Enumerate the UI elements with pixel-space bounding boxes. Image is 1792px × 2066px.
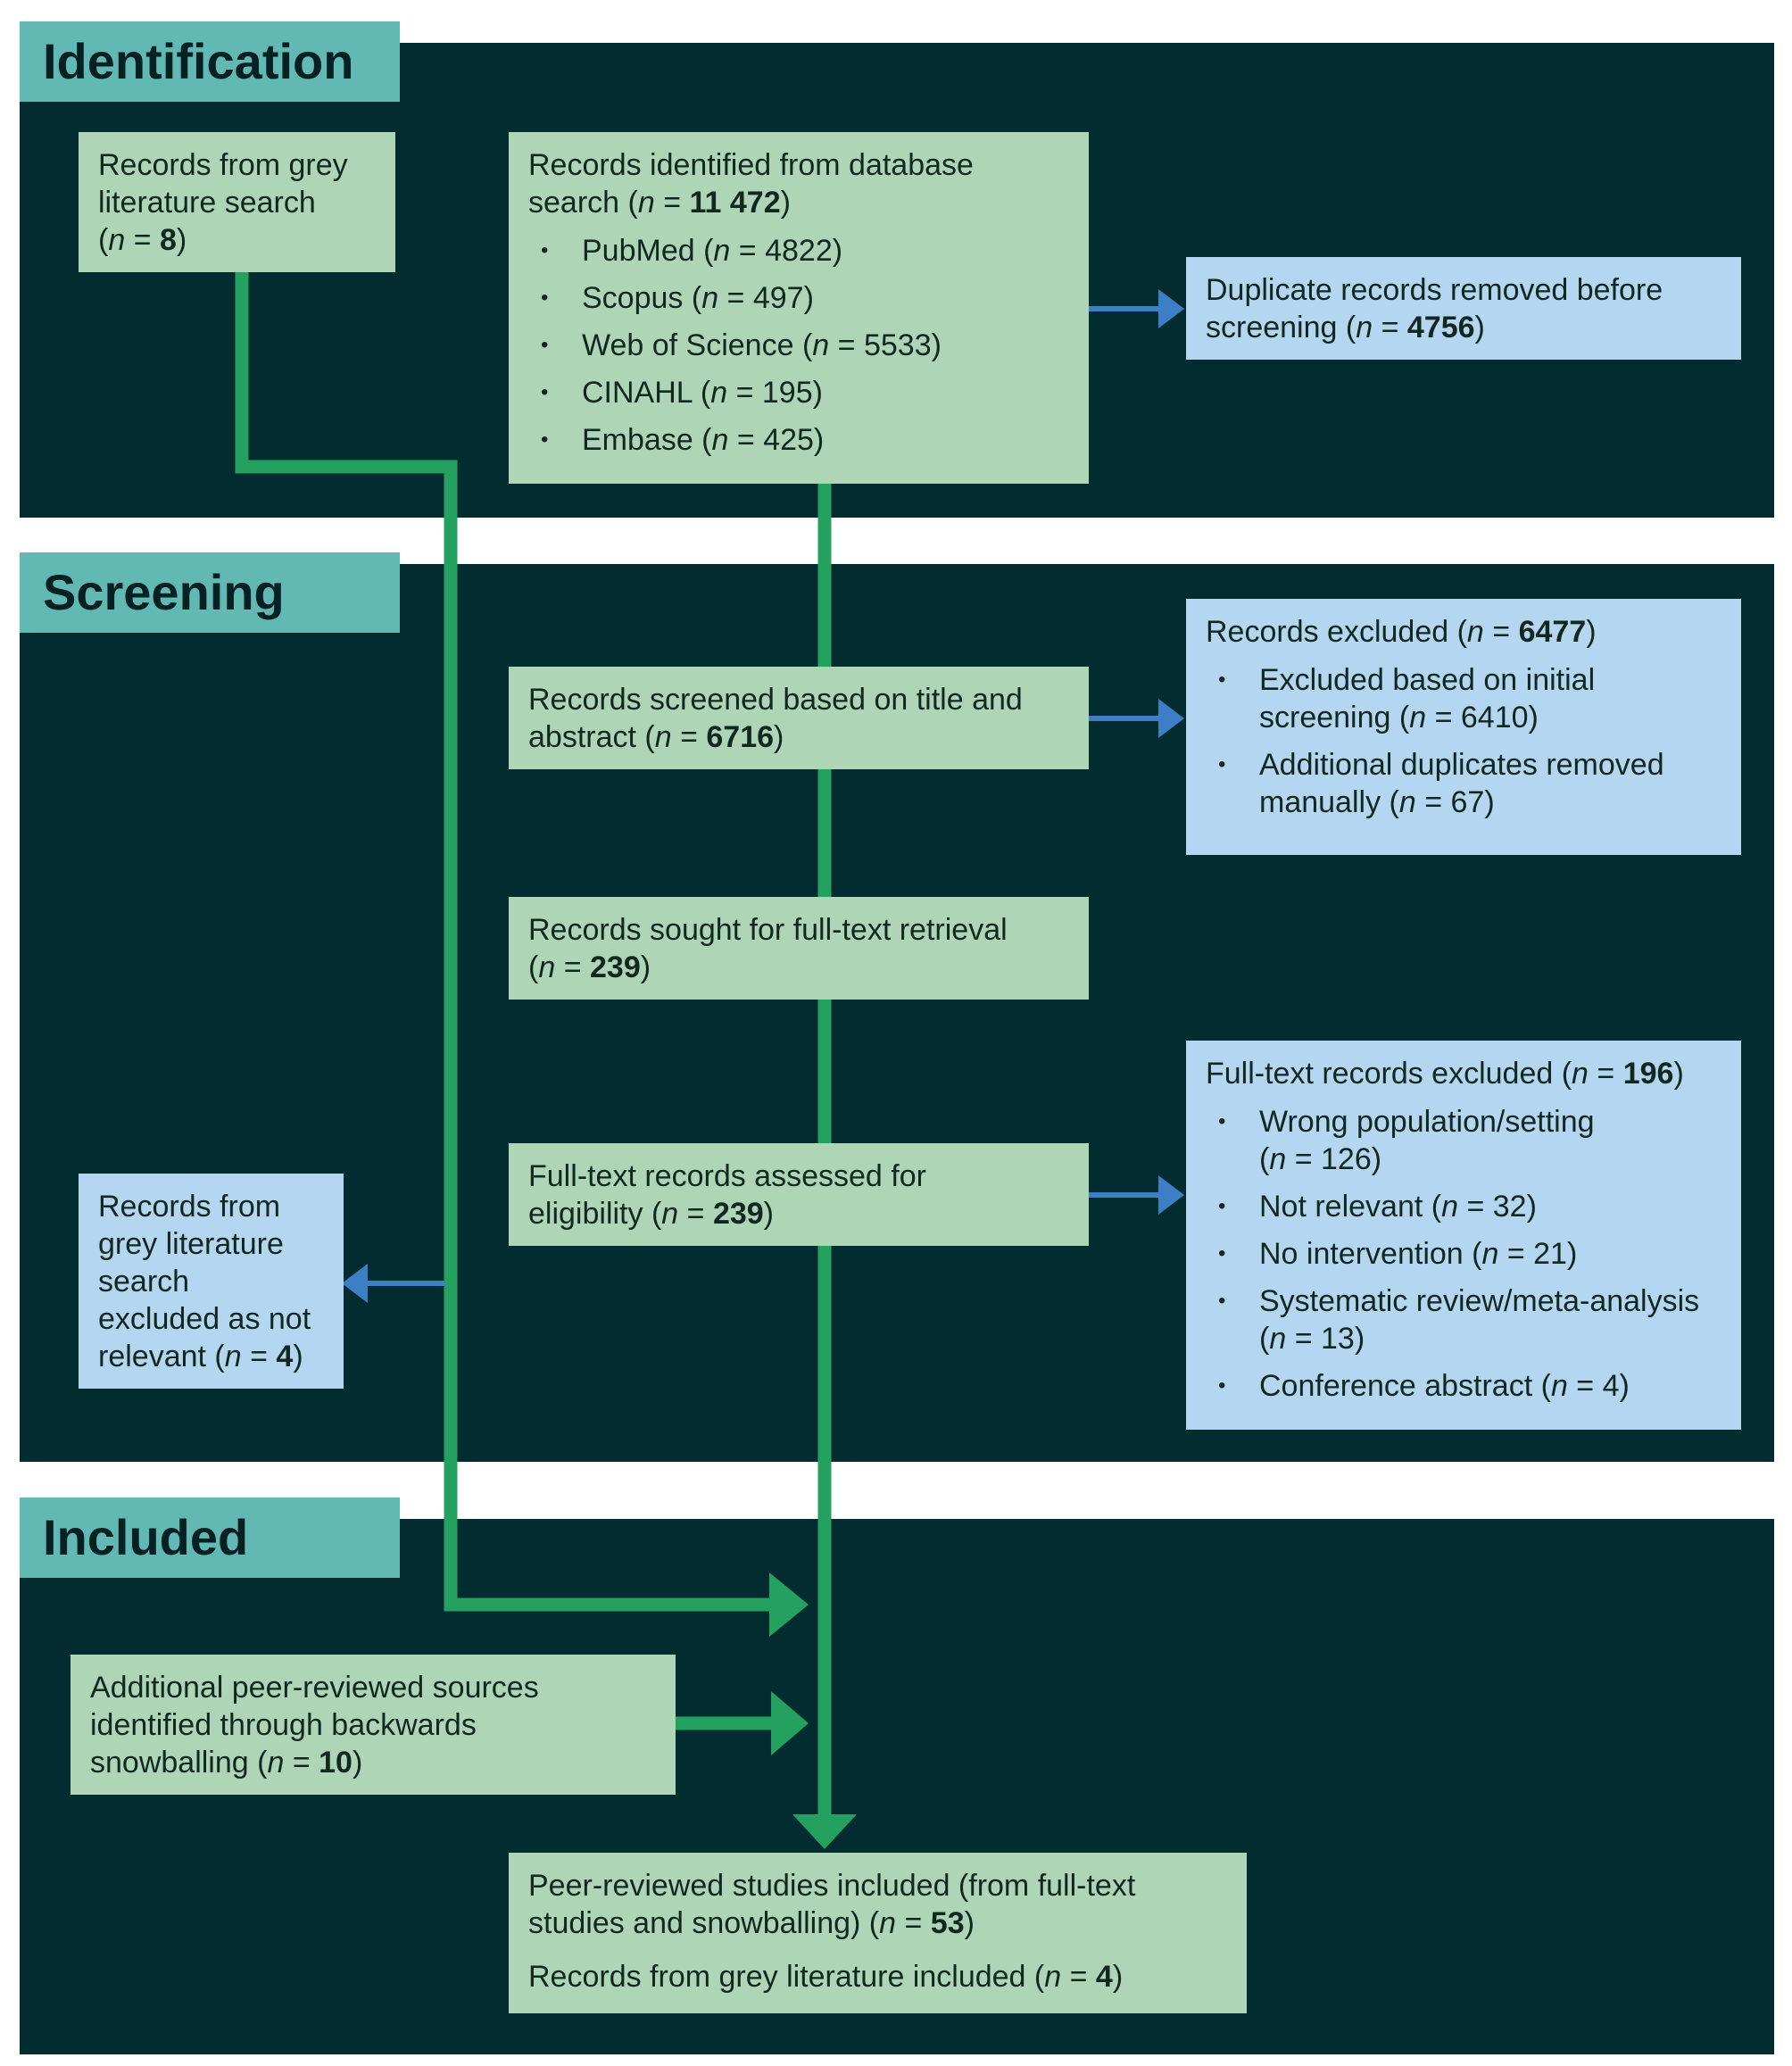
section-tab-included: Included bbox=[20, 1498, 400, 1578]
grey-excluded-line2: grey literature bbox=[98, 1227, 284, 1261]
grey-excluded-line4: excluded as not bbox=[98, 1302, 311, 1336]
duplicates-count-line: screening (n = 4756) bbox=[1206, 311, 1485, 344]
list-item-exclusion: Systematic review/meta-analysis(n = 13) bbox=[1206, 1282, 1721, 1357]
excluded-count: 6477 bbox=[1518, 615, 1587, 649]
fulltext-excluded-arrowhead bbox=[1158, 1175, 1184, 1215]
grey-search-count-line: (n = 8) bbox=[98, 223, 187, 257]
fulltext-exclusion-list: Wrong population/setting(n = 126) Not re… bbox=[1206, 1103, 1721, 1405]
sought-count: 239 bbox=[590, 950, 641, 984]
main-flow-arrowhead bbox=[792, 1814, 857, 1849]
duplicates-count: 4756 bbox=[1406, 311, 1475, 344]
snowballing-arrowhead bbox=[771, 1691, 809, 1755]
grey-literature-search-box: Records from grey literature search (n =… bbox=[79, 132, 395, 272]
fulltext-excluded-box: Full-text records excluded (n = 196) Wro… bbox=[1186, 1041, 1741, 1430]
database-search-count: 11 472 bbox=[689, 186, 781, 220]
included-count: 53 bbox=[930, 1906, 965, 1940]
section-tab-identification: Identification bbox=[20, 21, 400, 102]
list-item-source: Embase (n = 425) bbox=[528, 421, 1069, 459]
grey-literature-path bbox=[235, 272, 769, 1612]
excluded-title: Records excluded (n = 6477) bbox=[1206, 615, 1597, 649]
screened-count: 6716 bbox=[706, 720, 775, 754]
screened-count-line: abstract (n = 6716) bbox=[528, 720, 784, 754]
grey-search-line1: Records from grey bbox=[98, 148, 348, 182]
duplicates-removed-box: Duplicate records removed before screeni… bbox=[1186, 257, 1741, 360]
excluded-arrowhead bbox=[1158, 699, 1184, 738]
fulltext-assessed-box: Full-text records assessed for eligibili… bbox=[509, 1143, 1089, 1246]
blue-exclusion-arrows bbox=[342, 289, 1184, 1303]
records-screened-box: Records screened based on title and abst… bbox=[509, 667, 1089, 769]
green-flow-lines bbox=[235, 272, 857, 1849]
assessed-line1: Full-text records assessed for bbox=[528, 1159, 926, 1193]
sought-line1: Records sought for full-text retrieval bbox=[528, 913, 1008, 947]
list-item-exclusion: Wrong population/setting(n = 126) bbox=[1206, 1103, 1721, 1178]
database-source-list: PubMed (n = 4822) Scopus (n = 497) Web o… bbox=[528, 232, 1069, 459]
snowballing-line1: Additional peer-reviewed sources bbox=[90, 1671, 539, 1705]
section-tab-screening: Screening bbox=[20, 552, 400, 633]
grey-literature-arrowhead bbox=[769, 1572, 809, 1637]
list-item-exclusion: Conference abstract (n = 4) bbox=[1206, 1367, 1721, 1405]
snowballing-box: Additional peer-reviewed sources identif… bbox=[71, 1655, 676, 1795]
records-excluded-box: Records excluded (n = 6477) Excluded bas… bbox=[1186, 599, 1741, 855]
grey-excluded-line1: Records from bbox=[98, 1190, 281, 1224]
fulltext-excluded-title: Full-text records excluded (n = 196) bbox=[1206, 1057, 1684, 1091]
included-count-line: studies and snowballing) (n = 53) bbox=[528, 1906, 975, 1940]
assessed-count-line: eligibility (n = 239) bbox=[528, 1197, 774, 1231]
list-item-source: CINAHL (n = 195) bbox=[528, 374, 1069, 411]
duplicates-line1: Duplicate records removed before bbox=[1206, 273, 1663, 307]
grey-search-line2: literature search bbox=[98, 186, 316, 220]
grey-excluded-arrowhead bbox=[342, 1264, 368, 1303]
list-item-source: PubMed (n = 4822) bbox=[528, 232, 1069, 270]
screened-line1: Records screened based on title and bbox=[528, 683, 1023, 717]
grey-included-line: Records from grey literature included (n… bbox=[528, 1960, 1124, 1994]
list-item-exclusion: No intervention (n = 21) bbox=[1206, 1235, 1721, 1273]
snowballing-line2: identified through backwards bbox=[90, 1708, 477, 1742]
grey-excluded-line3: search bbox=[98, 1265, 190, 1299]
list-item-source: Scopus (n = 497) bbox=[528, 279, 1069, 317]
list-item-exclusion: Not relevant (n = 32) bbox=[1206, 1188, 1721, 1225]
fulltext-excluded-count: 196 bbox=[1622, 1057, 1674, 1091]
snowballing-count-line: snowballing (n = 10) bbox=[90, 1746, 363, 1780]
snowballing-count: 10 bbox=[319, 1746, 353, 1780]
assessed-count: 239 bbox=[712, 1197, 764, 1231]
database-search-box: Records identified from database search … bbox=[509, 132, 1089, 484]
list-item-source: Web of Science (n = 5533) bbox=[528, 327, 1069, 364]
records-sought-box: Records sought for full-text retrieval (… bbox=[509, 897, 1089, 1000]
grey-search-count: 8 bbox=[160, 223, 177, 257]
grey-included-count: 4 bbox=[1095, 1960, 1113, 1994]
grey-literature-excluded-box: Records from grey literature search excl… bbox=[79, 1174, 344, 1389]
studies-included-box: Peer-reviewed studies included (from ful… bbox=[509, 1853, 1247, 2013]
grey-excluded-count-line: relevant (n = 4) bbox=[98, 1340, 303, 1373]
sought-count-line: (n = 239) bbox=[528, 950, 651, 984]
duplicates-arrowhead bbox=[1158, 289, 1184, 328]
database-search-count-line: search (n = 11 472) bbox=[528, 186, 791, 220]
included-line1: Peer-reviewed studies included (from ful… bbox=[528, 1869, 1136, 1903]
database-search-line1: Records identified from database bbox=[528, 148, 974, 182]
grey-excluded-count: 4 bbox=[276, 1340, 294, 1373]
